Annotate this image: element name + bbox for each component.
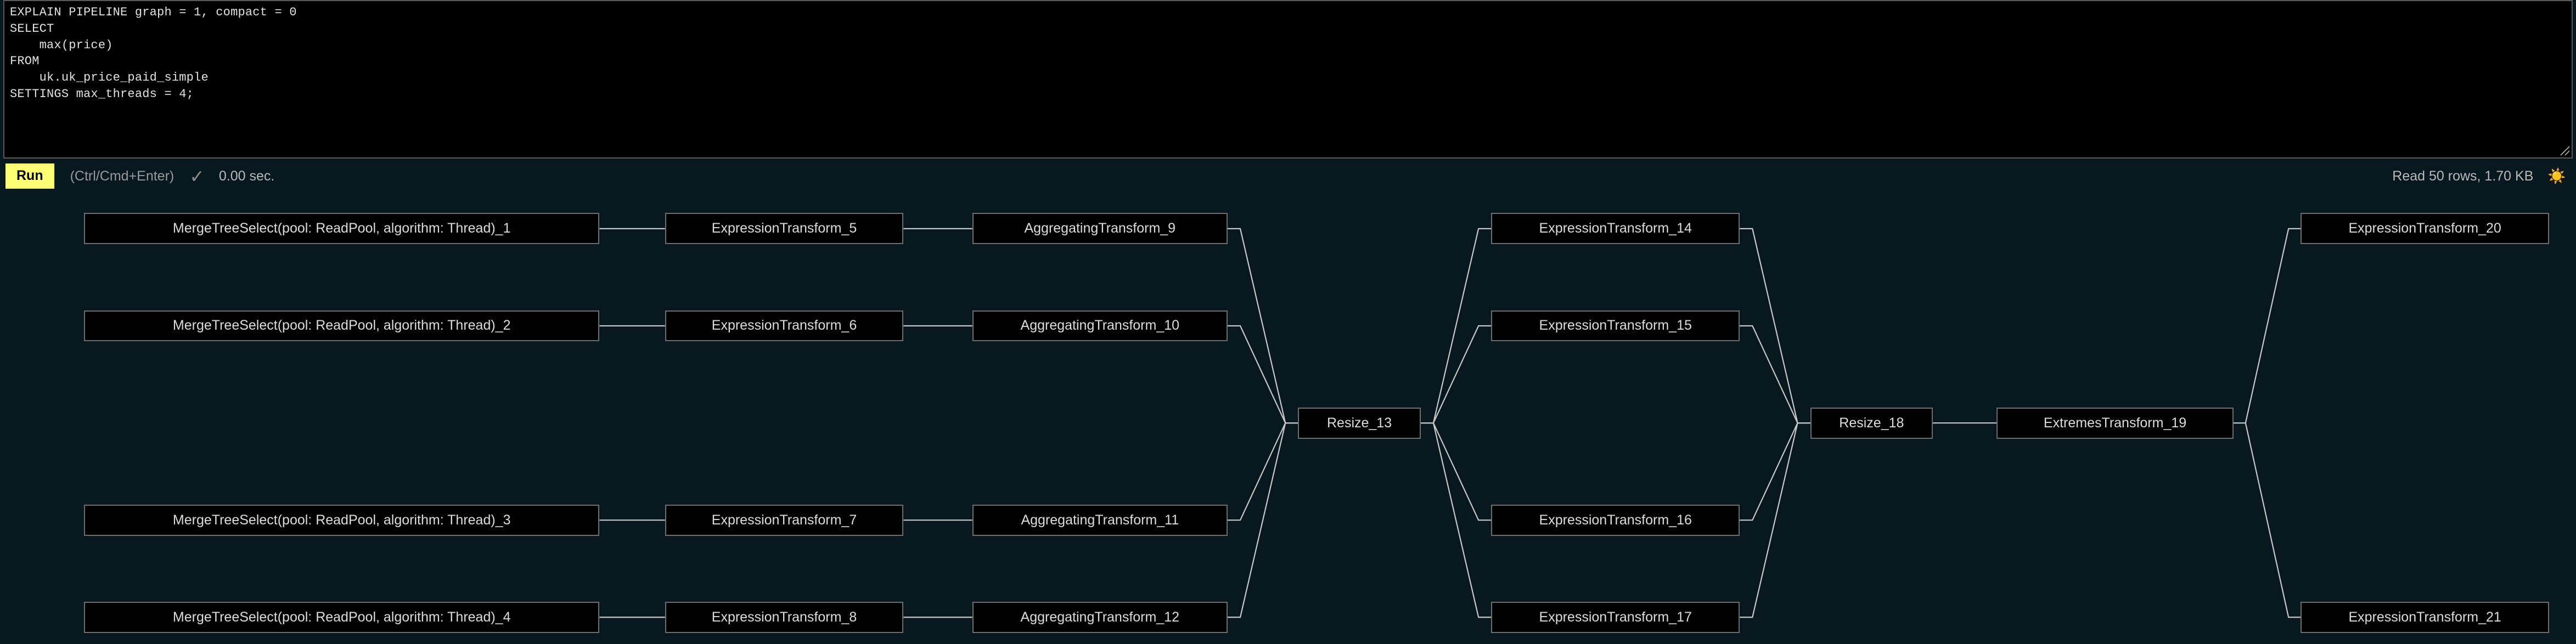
graph-node[interactable]: MergeTreeSelect(pool: ReadPool, algorith… [84,601,600,633]
graph-node-label: ExpressionTransform_16 [1539,512,1692,528]
graph-node-label: MergeTreeSelect(pool: ReadPool, algorith… [172,609,511,625]
graph-edge [1420,325,1492,424]
graph-node-label: MergeTreeSelect(pool: ReadPool, algorith… [172,221,511,236]
graph-node[interactable]: AggregatingTransform_9 [972,213,1228,245]
graph-edge [1227,325,1298,424]
graph-edge [1740,325,1810,424]
graph-edge [1740,422,1810,618]
graph-edge [2233,228,2301,424]
graph-node-label: AggregatingTransform_9 [1024,221,1176,236]
graph-edge [1740,422,1810,521]
graph-edge [2233,422,2301,618]
graph-node[interactable]: ExpressionTransform_20 [2301,213,2550,245]
graph-node-label: ExpressionTransform_5 [711,221,857,236]
graph-node[interactable]: Resize_13 [1298,407,1421,439]
graph-node-label: AggregatingTransform_10 [1020,318,1180,334]
graph-edge [1227,422,1298,521]
graph-node[interactable]: ExpressionTransform_5 [665,213,904,245]
query-editor-container [3,0,2573,159]
graph-node-label: ExpressionTransform_21 [2348,609,2501,625]
graph-node[interactable]: AggregatingTransform_11 [972,504,1228,536]
graph-node[interactable]: MergeTreeSelect(pool: ReadPool, algorith… [84,504,600,536]
graph-node-label: AggregatingTransform_11 [1021,512,1179,528]
graph-node-label: ExpressionTransform_20 [2348,221,2501,236]
graph-node[interactable]: MergeTreeSelect(pool: ReadPool, algorith… [84,213,600,245]
graph-node-label: MergeTreeSelect(pool: ReadPool, algorith… [172,512,511,528]
success-check-icon: ✓ [189,166,205,187]
sql-query-editor[interactable] [3,0,2573,159]
graph-node[interactable]: ExpressionTransform_6 [665,310,904,342]
graph-node[interactable]: Resize_18 [1810,407,1933,439]
graph-node[interactable]: ExtremesTransform_19 [1996,407,2234,439]
graph-node[interactable]: ExpressionTransform_7 [665,504,904,536]
graph-edge [1420,422,1492,618]
graph-edge-layer [599,228,2301,618]
run-button[interactable]: Run [5,163,54,189]
graph-node-label: AggregatingTransform_12 [1020,609,1180,625]
graph-node[interactable]: ExpressionTransform_16 [1491,504,1740,536]
graph-edge [1227,422,1298,618]
sun-icon[interactable]: ☀️ [2547,167,2566,184]
read-stats-label: Read 50 rows, 1.70 KB [2392,168,2534,184]
graph-node-label: MergeTreeSelect(pool: ReadPool, algorith… [172,318,511,334]
graph-node[interactable]: AggregatingTransform_12 [972,601,1228,633]
graph-node-label: ExtremesTransform_19 [2043,415,2187,431]
graph-node[interactable]: ExpressionTransform_21 [2301,601,2550,633]
toolbar-right-group: Read 50 rows, 1.70 KB ☀️ [2392,168,2576,184]
query-toolbar: Run (Ctrl/Cmd+Enter) ✓ 0.00 sec. Read 50… [0,159,2576,194]
graph-node[interactable]: ExpressionTransform_15 [1491,310,1740,342]
pipeline-graph: MergeTreeSelect(pool: ReadPool, algorith… [0,194,2576,644]
graph-node[interactable]: AggregatingTransform_10 [972,310,1228,342]
graph-node-label: ExpressionTransform_17 [1539,609,1692,625]
graph-node-label: ExpressionTransform_15 [1539,318,1692,334]
toolbar-left-group: Run (Ctrl/Cmd+Enter) ✓ 0.00 sec. [0,163,274,189]
graph-edge [1420,422,1492,521]
graph-node[interactable]: ExpressionTransform_8 [665,601,904,633]
keyboard-shortcut-hint: (Ctrl/Cmd+Enter) [70,168,175,184]
graph-node-label: ExpressionTransform_7 [711,512,857,528]
graph-node-label: ExpressionTransform_6 [711,318,857,334]
graph-node-label: ExpressionTransform_8 [711,609,857,625]
graph-node[interactable]: ExpressionTransform_14 [1491,213,1740,245]
elapsed-time-label: 0.00 sec. [218,168,275,184]
graph-node[interactable]: MergeTreeSelect(pool: ReadPool, algorith… [84,310,600,342]
graph-node-label: ExpressionTransform_14 [1539,221,1692,236]
graph-node-label: Resize_13 [1326,415,1392,431]
graph-node[interactable]: ExpressionTransform_17 [1491,601,1740,633]
graph-node-label: Resize_18 [1839,415,1904,431]
